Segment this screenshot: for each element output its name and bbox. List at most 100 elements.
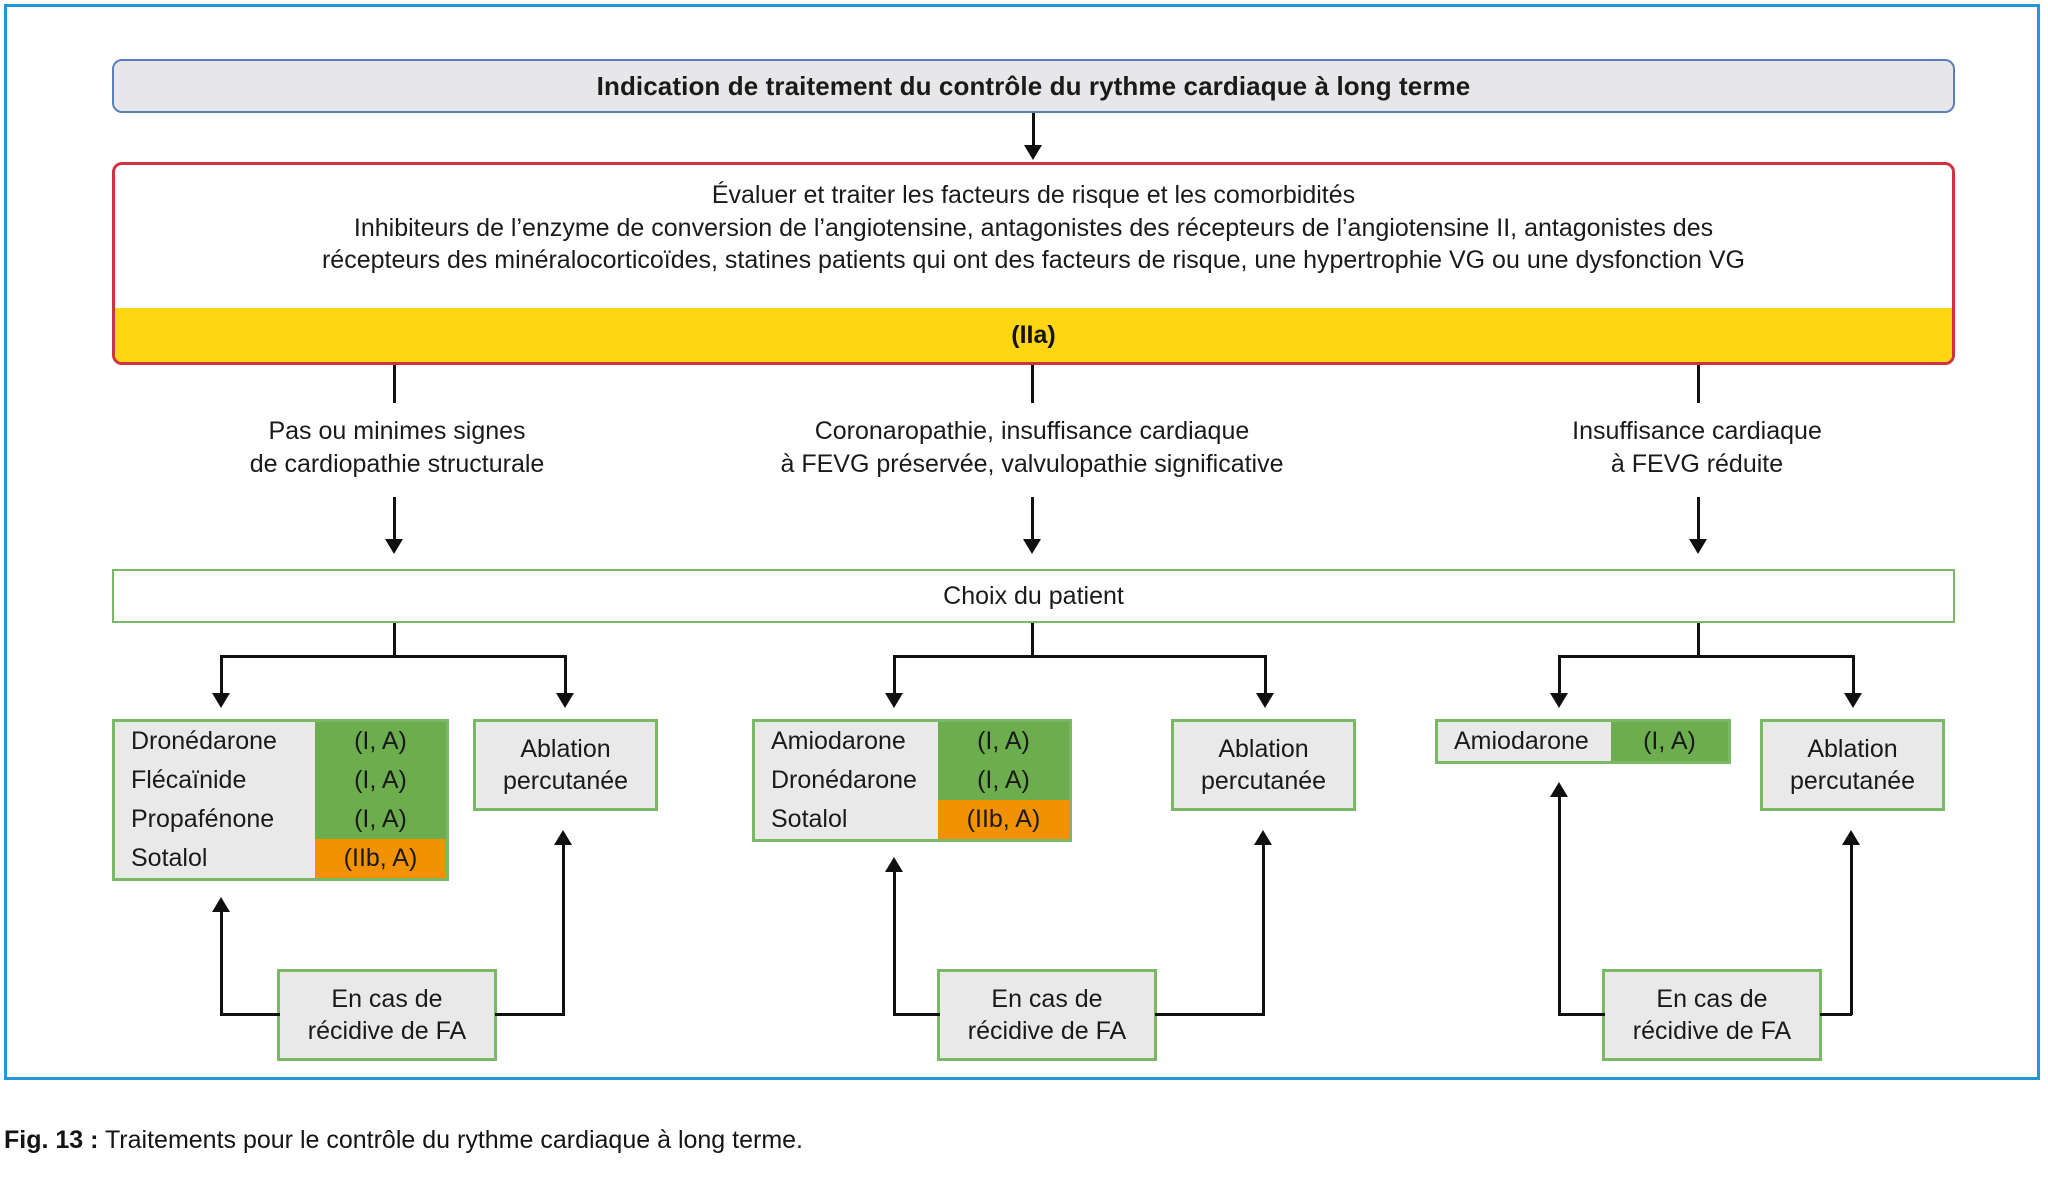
connector-branch1-to-choice xyxy=(393,497,396,542)
drug-name: Sotalol xyxy=(755,800,938,839)
branch-3-line-2: à FEVG réduite xyxy=(1610,450,1784,478)
recurrence-line-2: récidive de FA xyxy=(1632,1017,1792,1045)
recurrence-box-3: En cas de récidive de FA xyxy=(1602,969,1822,1061)
drug-table-1: Dronédarone (I, A) Flécaïnide (I, A) Pro… xyxy=(112,719,449,881)
risk-recommendation-class: (IIa) xyxy=(115,308,1952,362)
branch-label-1: Pas ou minimes signes de cardiopathie st… xyxy=(137,415,657,481)
connector-choice-split-stem-3 xyxy=(1697,623,1700,657)
connector-choice-split-bar-2 xyxy=(893,655,1267,658)
connector-choice-split-bar-3 xyxy=(1558,655,1855,658)
connector-risk-branch-1 xyxy=(393,365,396,403)
drug-name: Sotalol xyxy=(115,839,315,878)
connector-recurrence3-right xyxy=(1820,1013,1852,1016)
recurrence-line-1: En cas de xyxy=(331,985,443,1013)
connector-recurrence3-left xyxy=(1558,1013,1605,1016)
connector-choice-drug-1 xyxy=(220,655,223,695)
connector-choice-split-stem-1 xyxy=(393,623,396,657)
connector-choice-split-bar-1 xyxy=(220,655,567,658)
branch-label-3: Insuffisance cardiaque à FEVG réduite xyxy=(1447,415,1947,481)
arrow-choice-ablation-3 xyxy=(1844,693,1862,708)
risk-line-2: Inhibiteurs de l’enzyme de conversion de… xyxy=(353,213,1714,242)
arrow-recurrence3-to-drugs xyxy=(1550,782,1568,797)
recurrence-line-1: En cas de xyxy=(991,985,1103,1013)
drug-table-2: Amiodarone (I, A) Dronédarone (I, A) Sot… xyxy=(752,719,1072,842)
connector-recurrence2-right-up xyxy=(1262,845,1265,1015)
drug-name: Amiodarone xyxy=(1438,722,1611,761)
ablation-line-1: Ablation xyxy=(1807,735,1898,763)
connector-recurrence1-right-up xyxy=(562,845,565,1015)
drug-class: (I, A) xyxy=(938,722,1069,761)
branch-1-line-2: de cardiopathie structurale xyxy=(249,450,545,478)
drug-name: Propafénone xyxy=(115,800,315,839)
connector-recurrence1-left xyxy=(220,1013,280,1016)
flowchart-canvas: Indication de traitement du contrôle du … xyxy=(7,7,2037,1077)
connector-choice-drug-2 xyxy=(893,655,896,695)
connector-recurrence2-right xyxy=(1155,1013,1265,1016)
flowchart-title-text: Indication de traitement du contrôle du … xyxy=(596,70,1471,101)
risk-factors-box: Évaluer et traiter les facteurs de risqu… xyxy=(112,162,1955,365)
risk-class-label: (IIa) xyxy=(1011,320,1056,349)
connector-choice-split-stem-2 xyxy=(1031,623,1034,657)
arrow-branch1-to-choice xyxy=(385,539,403,554)
ablation-line-2: percutanée xyxy=(1789,767,1916,795)
patient-choice-text: Choix du patient xyxy=(943,581,1124,610)
arrow-branch2-to-choice xyxy=(1023,539,1041,554)
arrow-branch3-to-choice xyxy=(1689,539,1707,554)
branch-2-line-2: à FEVG préservée, valvulopathie signific… xyxy=(780,450,1284,478)
recurrence-box-2: En cas de récidive de FA xyxy=(937,969,1157,1061)
connector-recurrence2-left-up xyxy=(893,872,896,1015)
drug-row: Dronédarone (I, A) xyxy=(755,761,1069,800)
connector-recurrence3-right-up xyxy=(1850,845,1853,1015)
patient-choice-box: Choix du patient xyxy=(112,569,1955,623)
drug-class: (I, A) xyxy=(1611,722,1728,761)
arrow-title-to-risk xyxy=(1024,145,1042,160)
risk-factors-text: Évaluer et traiter les facteurs de risqu… xyxy=(115,165,1952,308)
branch-1-line-1: Pas ou minimes signes xyxy=(268,417,526,445)
connector-risk-branch-3 xyxy=(1697,365,1700,403)
drug-name: Amiodarone xyxy=(755,722,938,761)
branch-label-2: Coronaropathie, insuffisance cardiaque à… xyxy=(697,415,1367,481)
recurrence-line-1: En cas de xyxy=(1656,985,1768,1013)
drug-row: Sotalol (IIb, A) xyxy=(115,839,446,878)
branch-2-line-1: Coronaropathie, insuffisance cardiaque xyxy=(814,417,1250,445)
connector-title-to-risk xyxy=(1032,113,1035,147)
arrow-choice-ablation-1 xyxy=(556,693,574,708)
arrow-choice-ablation-2 xyxy=(1256,693,1274,708)
connector-choice-ablation-2 xyxy=(1264,655,1267,695)
ablation-box-2: Ablation percutanée xyxy=(1171,719,1356,811)
drug-row: Sotalol (IIb, A) xyxy=(755,800,1069,839)
figure-caption: Fig. 13 : Traitements pour le contrôle d… xyxy=(4,1126,803,1155)
connector-choice-drug-3 xyxy=(1558,655,1561,695)
drug-class: (IIb, A) xyxy=(938,800,1069,839)
recurrence-line-2: récidive de FA xyxy=(307,1017,467,1045)
figure-caption-text: Traitements pour le contrôle du rythme c… xyxy=(104,1126,804,1154)
drug-name: Flécaïnide xyxy=(115,761,315,800)
connector-recurrence3-left-up xyxy=(1558,797,1561,1015)
connector-branch3-to-choice xyxy=(1697,497,1700,542)
drug-name: Dronédarone xyxy=(755,761,938,800)
drug-row: Flécaïnide (I, A) xyxy=(115,761,446,800)
figure-frame: Indication de traitement du contrôle du … xyxy=(4,4,2040,1080)
ablation-line-1: Ablation xyxy=(1218,735,1309,763)
ablation-line-1: Ablation xyxy=(520,735,611,763)
arrow-choice-drug-2 xyxy=(885,693,903,708)
recurrence-box-1: En cas de récidive de FA xyxy=(277,969,497,1061)
recurrence-line-2: récidive de FA xyxy=(967,1017,1127,1045)
ablation-line-2: percutanée xyxy=(502,767,629,795)
drug-class: (I, A) xyxy=(315,800,446,839)
arrow-recurrence2-to-drugs xyxy=(885,857,903,872)
connector-recurrence1-left-up xyxy=(220,912,223,1015)
flowchart-title-box: Indication de traitement du contrôle du … xyxy=(112,59,1955,113)
risk-line-3: récepteurs des minéralocorticoïdes, stat… xyxy=(321,246,1746,274)
connector-recurrence2-left xyxy=(893,1013,940,1016)
arrow-choice-drug-3 xyxy=(1550,693,1568,708)
connector-choice-ablation-1 xyxy=(564,655,567,695)
ablation-line-2: percutanée xyxy=(1200,767,1327,795)
drug-name: Dronédarone xyxy=(115,722,315,761)
connector-risk-branch-2 xyxy=(1031,365,1034,403)
drug-row: Amiodarone (I, A) xyxy=(755,722,1069,761)
arrow-choice-drug-1 xyxy=(212,693,230,708)
ablation-box-1: Ablation percutanée xyxy=(473,719,658,811)
arrow-recurrence1-to-ablation xyxy=(554,830,572,845)
drug-table-3: Amiodarone (I, A) xyxy=(1435,719,1731,764)
